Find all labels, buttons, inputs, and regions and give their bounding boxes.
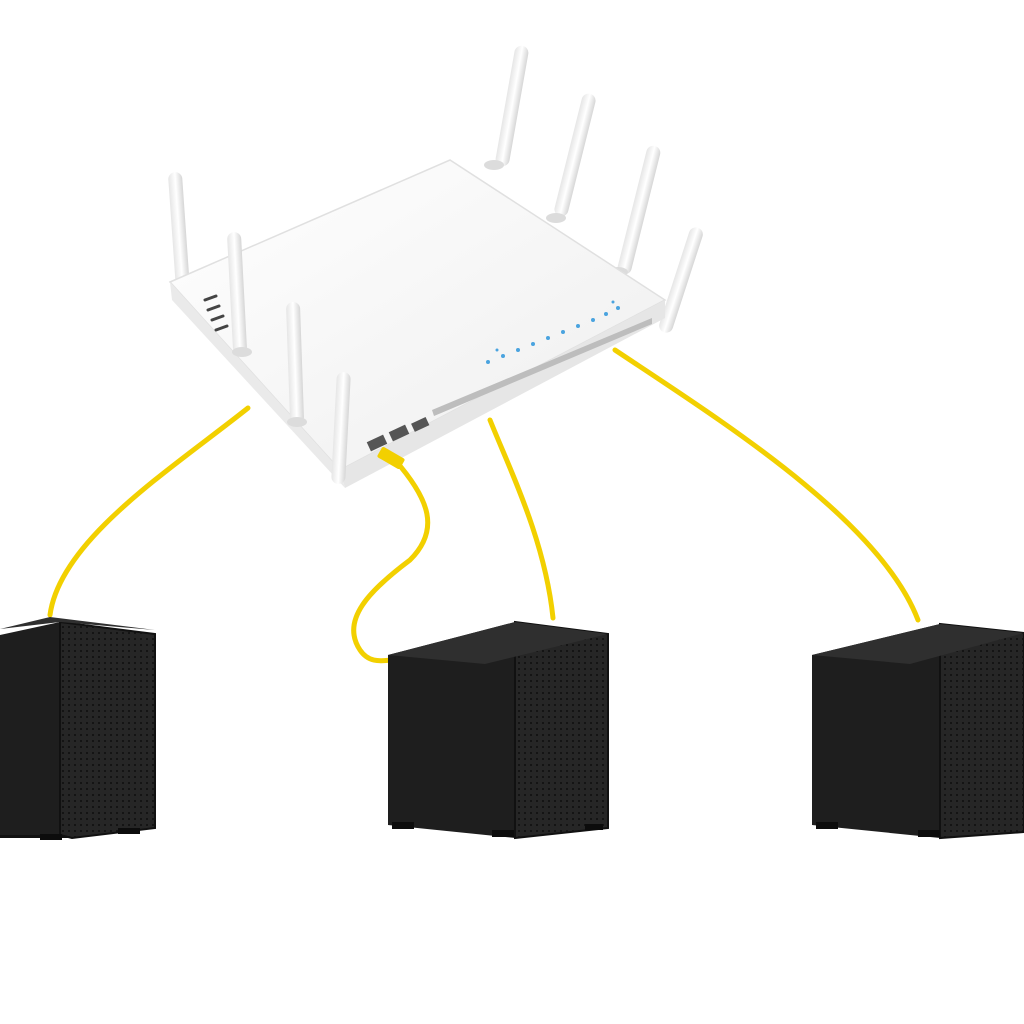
front-slot xyxy=(432,318,652,416)
antenna-icon xyxy=(168,172,190,292)
port-icon xyxy=(411,416,430,432)
cable-center-loop xyxy=(351,457,431,664)
vent-slots xyxy=(203,294,229,332)
port-icon xyxy=(388,424,410,442)
antenna-icon xyxy=(659,227,703,333)
wifi-router xyxy=(168,45,703,488)
antenna-base xyxy=(232,347,252,357)
router-left-edge xyxy=(170,282,345,488)
computer-left xyxy=(0,617,156,840)
antenna-icon xyxy=(227,232,247,354)
ethernet-ports xyxy=(366,416,430,469)
cable-right xyxy=(612,347,921,623)
port-icon xyxy=(366,434,388,452)
ethernet-cables xyxy=(47,347,921,664)
antenna-icon xyxy=(495,45,529,167)
cable-plug xyxy=(377,447,405,469)
antenna-base xyxy=(546,213,566,223)
cable-left xyxy=(47,405,251,618)
antenna-icon xyxy=(286,302,304,424)
antenna-icon xyxy=(554,93,596,217)
antenna-base xyxy=(287,417,307,427)
cable-center xyxy=(487,417,556,621)
antenna-base xyxy=(484,160,504,170)
computer-right xyxy=(812,622,1024,840)
antenna-group-back xyxy=(168,45,703,333)
antenna-icon xyxy=(617,145,661,275)
status-leds xyxy=(486,300,620,364)
antenna-icon xyxy=(331,372,351,484)
computer-center xyxy=(388,620,609,840)
antenna-group-front xyxy=(227,232,351,484)
